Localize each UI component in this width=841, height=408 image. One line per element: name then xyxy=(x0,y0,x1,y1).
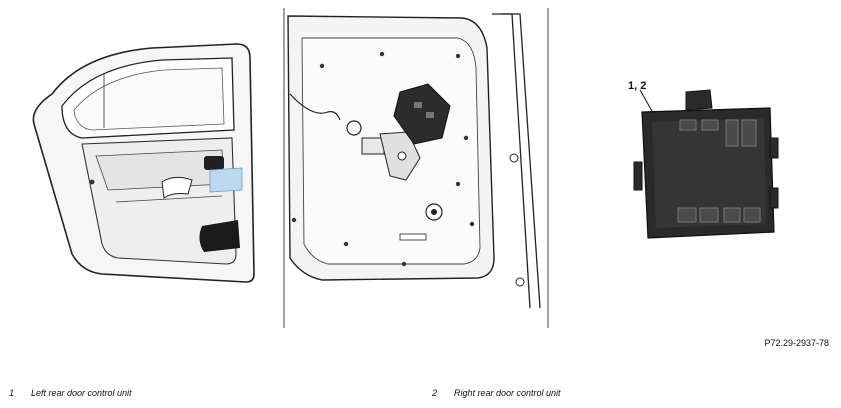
callout-label: 1, 2 xyxy=(628,80,647,92)
legend-item: 1 Left rear door control unit xyxy=(9,388,132,398)
control-unit-illustration xyxy=(620,78,780,248)
legend-number: 1 xyxy=(9,388,15,398)
legend-item: 2 Right rear door control unit xyxy=(432,388,561,398)
door-interior-illustration xyxy=(282,8,552,328)
rear-door-illustration xyxy=(22,34,272,294)
figure-id: P72.29-2937-78 xyxy=(764,338,829,348)
legend-label: Left rear door control unit xyxy=(31,388,132,398)
legend-number: 2 xyxy=(432,388,438,398)
legend-label: Right rear door control unit xyxy=(454,388,561,398)
